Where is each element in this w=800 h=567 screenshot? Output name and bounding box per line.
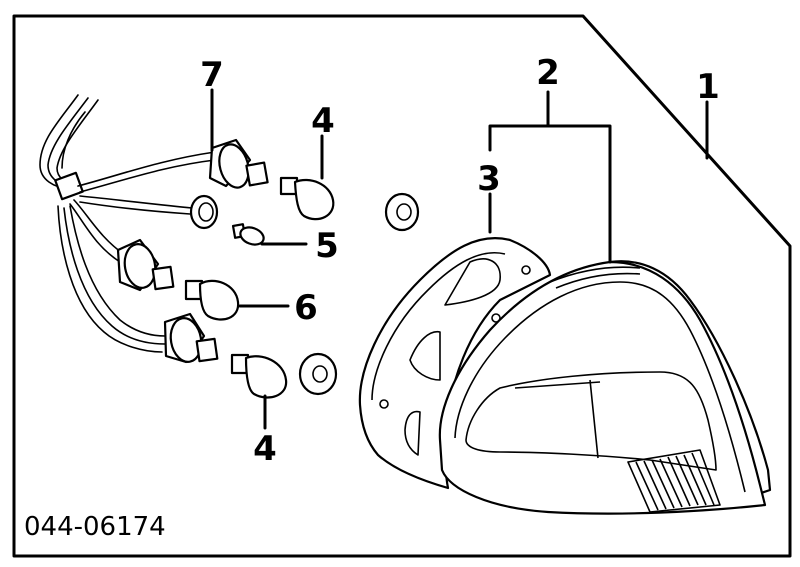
bulb-top (279, 176, 335, 221)
gasket (358, 237, 552, 490)
leader-lines (210, 88, 709, 430)
callout-7: 7 (200, 55, 224, 95)
callout-4-top: 4 (311, 101, 335, 141)
socket-small (189, 194, 219, 230)
callout-2: 2 (536, 53, 560, 93)
callout-5: 5 (315, 226, 339, 266)
callout-6: 6 (294, 288, 318, 328)
grommet-top (384, 192, 420, 232)
socket-middle (116, 238, 175, 292)
socket-bottom (163, 312, 219, 364)
lamp-housing (438, 260, 772, 515)
grommet-bottom (298, 352, 338, 396)
callout-3: 3 (477, 159, 501, 199)
socket-top (208, 138, 269, 189)
reflector-grid (627, 449, 721, 513)
diagram-frame (12, 14, 792, 558)
bulb-bottom (230, 353, 288, 399)
diagram-code: 044-06174 (24, 512, 166, 542)
callout-4-bottom: 4 (253, 429, 277, 469)
callout-1: 1 (696, 67, 720, 107)
bulb-small (231, 223, 265, 246)
bulb-middle (184, 279, 240, 321)
